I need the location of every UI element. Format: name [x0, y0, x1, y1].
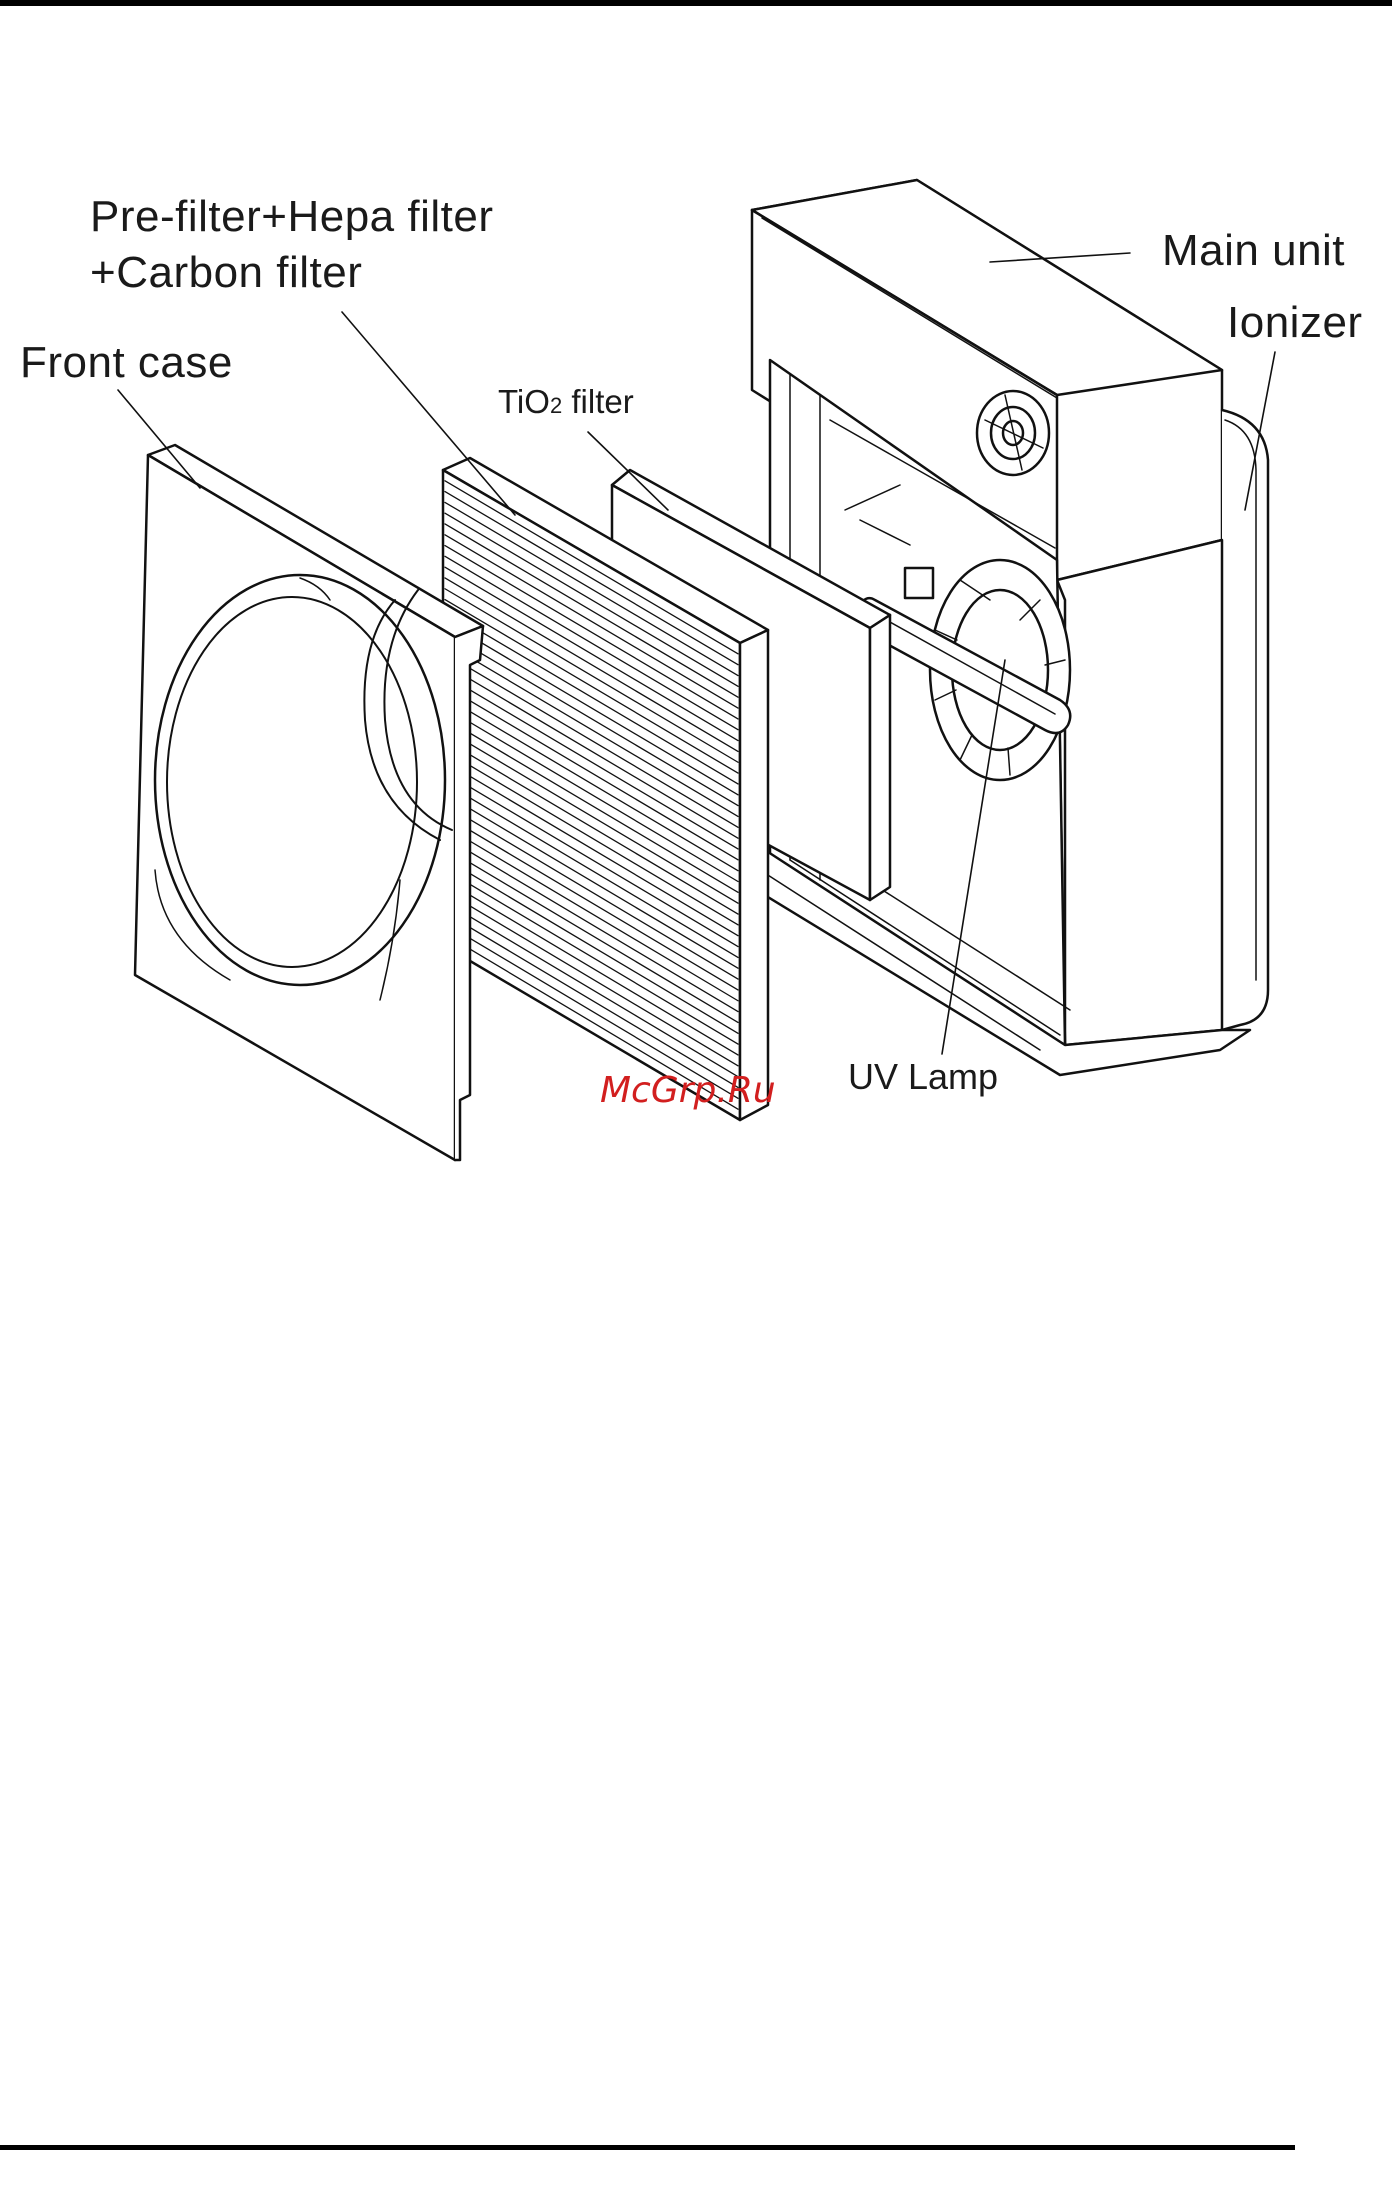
bottom-rule — [0, 2145, 1295, 2150]
main-unit-label: Main unit — [1162, 226, 1345, 276]
front-case-label: Front case — [20, 338, 233, 388]
front-case-illustration — [135, 445, 483, 1160]
prefilter-label-line1: Pre-filter+Hepa filter — [90, 192, 493, 242]
tio2-label-sub: 2 — [550, 393, 562, 418]
tio2-label-main: TiO — [498, 383, 550, 420]
prefilter-label-line2: +Carbon filter — [90, 248, 362, 298]
tio2-filter-label: TiO2 filter — [498, 383, 634, 421]
uv-lamp-label: UV Lamp — [848, 1056, 998, 1098]
ionizer-label: Ionizer — [1227, 298, 1363, 348]
tio2-label-rest: filter — [562, 383, 634, 420]
watermark: McGrp.Ru — [600, 1070, 776, 1111]
